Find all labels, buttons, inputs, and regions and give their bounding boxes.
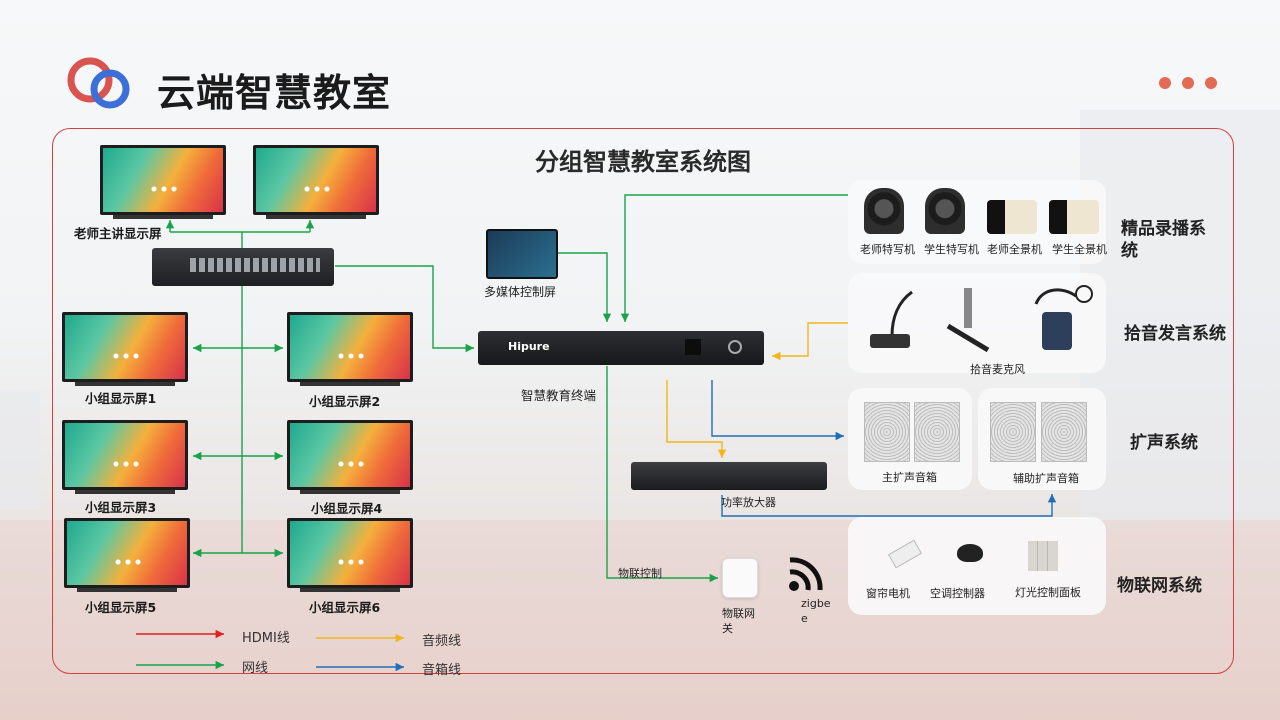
group-screen-label: 小组显示屏4 [311,501,383,516]
speaker-system-title: 扩声系统 [1130,433,1198,453]
teacher-screen-label: 老师主讲显示屏 [74,226,162,241]
amplifier-label: 功率放大器 [721,496,776,509]
main-speaker-label: 主扩声音箱 [882,471,937,484]
ac-controller [957,544,983,562]
terminal-brand: Hipure [508,340,550,353]
diagram-title: 分组智慧教室系统图 [535,148,751,176]
light-control-panel [1028,541,1058,571]
teacher-panorama-camera [987,200,1037,234]
group-display-screen-6 [287,518,413,592]
iot-gateway [722,558,758,598]
group-display-screen-2 [287,312,413,386]
background-building-left [0,390,40,510]
ac-controller-label: 空调控制器 [930,587,985,600]
pickup-system-title: 拾音发言系统 [1124,324,1226,344]
group-display-screen-4 [287,420,413,494]
network-switch [152,248,334,286]
legend-hdmi: HDMI线 [242,631,290,646]
main-speaker [864,402,910,462]
gateway-label: 关 [722,622,733,635]
group-display-screen-3 [62,420,188,494]
control-screen-label: 多媒体控制屏 [484,285,557,299]
group-screen-label: 小组显示屏6 [309,600,381,615]
pickup-microphone-label: 拾音麦克风 [970,363,1025,376]
legend-network: 网线 [242,661,269,676]
gooseneck-microphone-icon [870,290,913,348]
wifi-signal-icon [789,557,823,591]
wireless-microphone-icon [1034,285,1093,350]
gateway-label: 物联网 [722,607,755,620]
iot-system-title: 物联网系统 [1117,576,1202,596]
main-speaker [914,402,960,462]
recording-system-title: 精品录播系 [1121,219,1206,239]
light-panel-label: 灯光控制面板 [1015,586,1081,599]
zigbee-label: e [801,612,808,625]
menu-dot-icon[interactable] [1159,77,1171,89]
iot-control-label: 物联控制 [618,567,662,580]
teacher-display-screen [100,145,226,219]
group-display-screen-5 [64,518,190,592]
recording-system-title-2: 统 [1121,241,1138,261]
group-display-screen-1 [62,312,188,386]
power-amplifier [631,462,827,490]
smart-education-terminal: Hipure [478,331,764,365]
iot-panel [848,517,1106,615]
aux-speaker [990,402,1036,462]
diagram-frame [52,128,1234,674]
camera-label: 学生全景机 [1052,243,1107,256]
logo-rings [67,57,130,109]
camera-label: 学生特写机 [924,243,979,256]
aux-speaker [1041,402,1087,462]
curtain-motor-label: 窗帘电机 [866,587,910,600]
terminal-label: 智慧教育终端 [521,388,597,403]
zigbee-label: zigbe [801,597,831,610]
group-screen-label: 小组显示屏3 [85,500,157,515]
teacher-display-screen [253,145,379,219]
multimedia-control-screen [486,229,558,279]
legend-speaker: 音箱线 [422,663,462,678]
background-building [1080,110,1280,530]
page-title: 云端智慧教室 [157,71,392,115]
menu-dot-icon[interactable] [1205,77,1217,89]
handheld-microphone-icon [946,288,990,353]
teacher-closeup-camera [864,188,904,234]
camera-label: 老师全景机 [987,243,1042,256]
menu-dot-icon[interactable] [1182,77,1194,89]
group-screen-label: 小组显示屏5 [85,600,157,615]
student-panorama-camera [1049,200,1099,234]
legend-audio: 音频线 [422,634,462,649]
group-screen-label: 小组显示屏1 [85,391,157,406]
group-screen-label: 小组显示屏2 [309,394,381,409]
student-closeup-camera [925,188,965,234]
aux-speaker-label: 辅助扩声音箱 [1013,472,1079,485]
camera-label: 老师特写机 [860,243,915,256]
